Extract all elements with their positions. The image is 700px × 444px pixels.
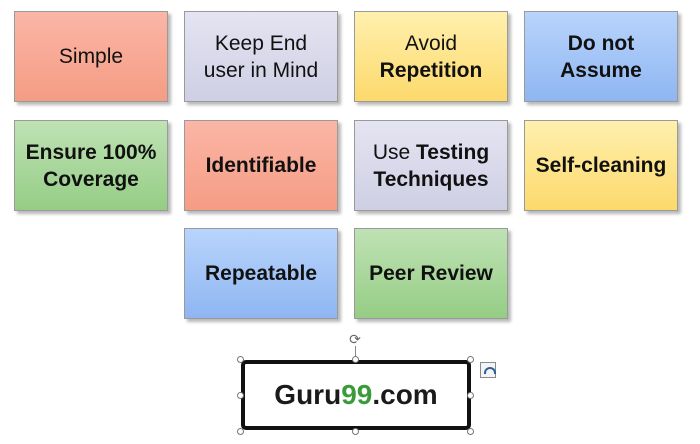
box-avoid-repetition-label: Avoid Repetition: [380, 30, 483, 84]
box-identifiable: Identifiable: [184, 120, 338, 211]
resize-handle-bottom[interactable]: [352, 428, 359, 435]
box-keep-end-user: Keep End user in Mind: [184, 11, 338, 102]
logo-part-com: .com: [372, 379, 438, 410]
resize-handle-top-left[interactable]: [237, 356, 244, 363]
box-avoid-repetition-word1: Avoid: [404, 31, 458, 55]
box-repeatable: Repeatable: [184, 228, 338, 319]
box-use-testing-techniques-word3: Techniques: [373, 167, 489, 191]
box-use-testing-techniques-label: Use Testing Techniques: [373, 139, 489, 193]
logo-text: Guru99.com: [274, 379, 437, 411]
box-self-cleaning-label: Self-cleaning: [535, 154, 667, 177]
box-ensure-coverage-line1: Ensure 100%: [25, 140, 157, 164]
logo-part-99: 99: [341, 379, 373, 410]
box-ensure-coverage-label: Ensure 100% Coverage: [26, 139, 157, 193]
box-self-cleaning: Self-cleaning: [524, 120, 678, 211]
logo-text-box[interactable]: Guru99.com: [241, 360, 471, 430]
box-use-testing-techniques-word2: Testing: [416, 140, 490, 164]
box-do-not-assume-line2: Assume: [560, 58, 642, 82]
box-avoid-repetition-rest: epetition: [394, 58, 483, 82]
box-use-testing-techniques-word1: Use: [372, 140, 411, 164]
resize-handle-bottom-right[interactable]: [467, 428, 474, 435]
box-use-testing-techniques: Use Testing Techniques: [354, 120, 508, 211]
resize-handle-left[interactable]: [237, 392, 244, 399]
box-repeatable-label: Repeatable: [204, 262, 318, 285]
box-peer-review-label: Peer Review: [369, 262, 493, 285]
box-do-not-assume-label: Do not Assume: [560, 30, 642, 84]
box-peer-review: Peer Review: [354, 228, 508, 319]
rotate-handle-icon[interactable]: ⟳: [349, 331, 361, 347]
box-simple-label: Simple: [58, 45, 124, 68]
box-keep-end-user-line2: user in Mind: [203, 58, 319, 82]
resize-handle-bottom-left[interactable]: [237, 428, 244, 435]
box-do-not-assume-line1: Do not: [567, 31, 635, 55]
box-keep-end-user-line1: Keep End: [214, 31, 308, 55]
layout-options-icon[interactable]: [480, 362, 496, 378]
resize-handle-top[interactable]: [352, 356, 359, 363]
box-ensure-coverage-line2: Coverage: [43, 167, 139, 191]
box-do-not-assume: Do not Assume: [524, 11, 678, 102]
box-keep-end-user-label: Keep End user in Mind: [204, 30, 318, 84]
rotate-handle-stem: [355, 346, 356, 358]
box-ensure-coverage: Ensure 100% Coverage: [14, 120, 168, 211]
box-avoid-repetition-initial: R: [379, 58, 395, 82]
box-simple: Simple: [14, 11, 168, 102]
resize-handle-top-right[interactable]: [467, 356, 474, 363]
box-avoid-repetition: Avoid Repetition: [354, 11, 508, 102]
resize-handle-right[interactable]: [467, 392, 474, 399]
logo-part-guru: Guru: [274, 379, 342, 410]
box-identifiable-label: Identifiable: [205, 154, 317, 177]
